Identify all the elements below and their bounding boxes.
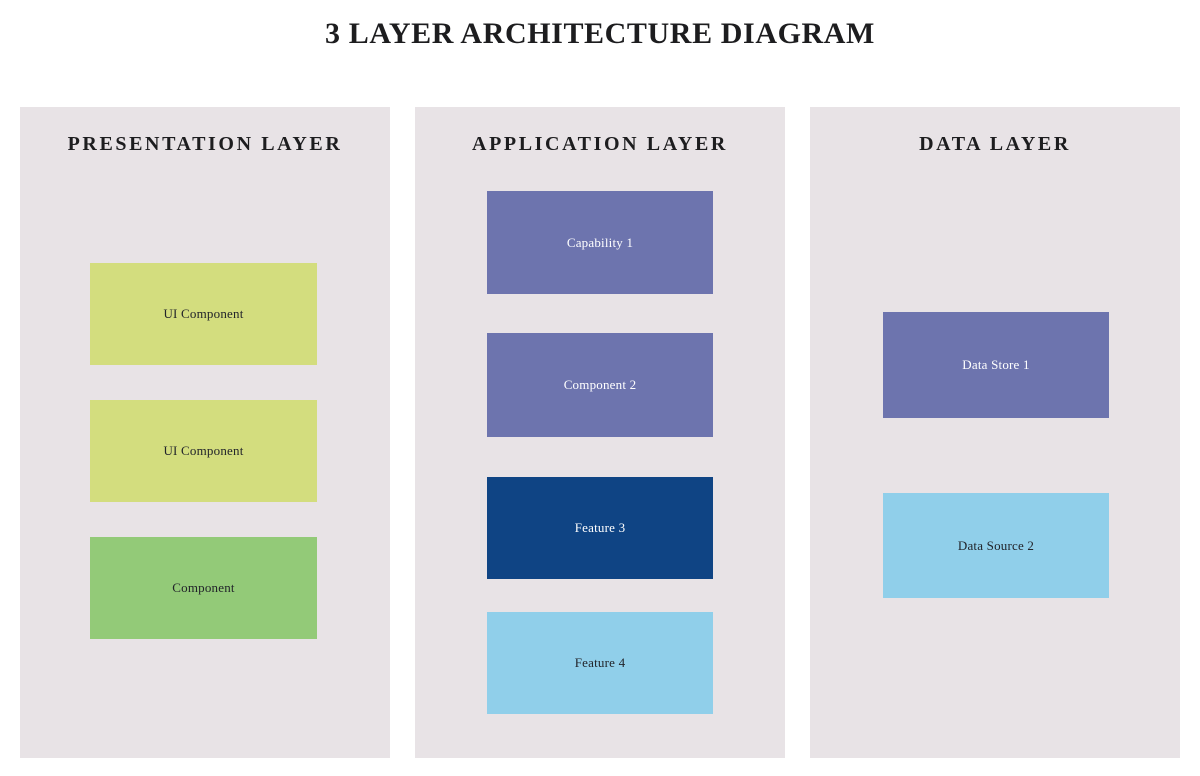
layer-heading-presentation: PRESENTATION LAYER [67,133,343,155]
node-component[interactable]: Component [90,537,317,639]
layer-heading-application: APPLICATION LAYER [472,133,728,155]
node-feature-3[interactable]: Feature 3 [487,477,713,579]
layer-panel-presentation: PRESENTATION LAYER UI Component UI Compo… [20,107,390,758]
node-label: Component [172,580,235,596]
layer-panel-data: DATA LAYER Data Store 1 Data Source 2 [810,107,1180,758]
node-label: Component 2 [563,377,637,393]
node-component-2[interactable]: Component 2 [487,333,713,437]
node-label: Feature 4 [574,655,626,671]
layers-container: PRESENTATION LAYER UI Component UI Compo… [20,107,1180,758]
node-data-source-2[interactable]: Data Source 2 [883,493,1109,598]
node-ui-component-2[interactable]: UI Component [90,400,317,502]
layer-panel-application: APPLICATION LAYER Capability 1 Component… [415,107,785,758]
node-label: Data Source 2 [957,537,1035,553]
node-label: Feature 3 [574,520,626,536]
layer-heading-data: DATA LAYER [919,133,1071,155]
node-data-store-1[interactable]: Data Store 1 [883,312,1109,418]
node-label: Data Store 1 [962,357,1030,373]
page-title: 3 LAYER ARCHITECTURE DIAGRAM [325,17,875,50]
node-ui-component-1[interactable]: UI Component [90,263,317,365]
node-label: UI Component [163,443,244,459]
node-feature-4[interactable]: Feature 4 [487,612,713,714]
node-label: UI Component [163,306,244,322]
node-label: Capability 1 [566,234,634,250]
node-capability-1[interactable]: Capability 1 [487,191,713,294]
